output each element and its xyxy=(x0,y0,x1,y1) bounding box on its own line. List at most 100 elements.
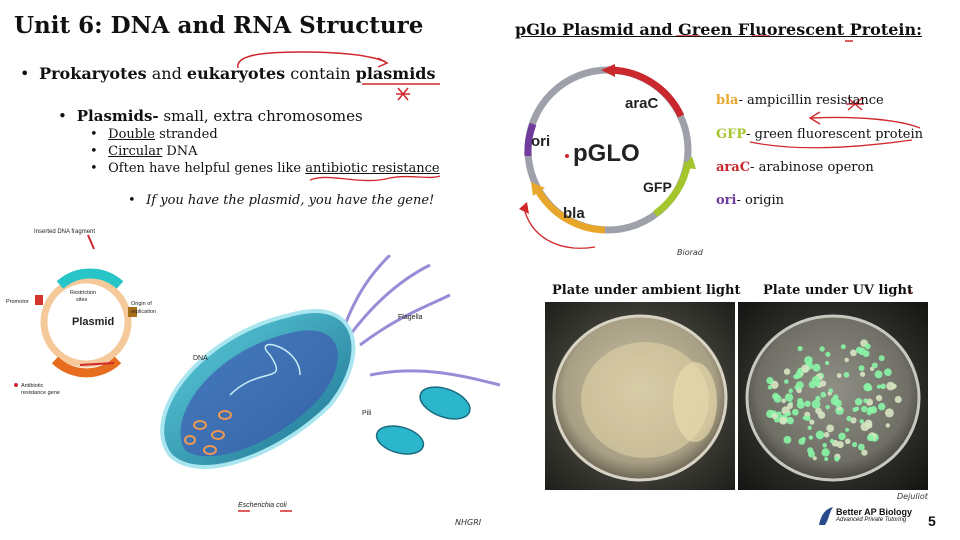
pili-label: Pili xyxy=(362,410,372,417)
uv-colony xyxy=(826,424,835,433)
plate-ambient-heading: Plate under ambient light xyxy=(552,283,741,298)
brand-block: Better AP Biology Advanced Private Tutor… xyxy=(836,507,912,523)
antibiotic-dot xyxy=(14,383,18,387)
ink-arrowhead-bla xyxy=(519,202,529,214)
promotor-mark xyxy=(35,295,43,305)
uv-colony xyxy=(812,363,821,372)
bullet-dot: • xyxy=(90,127,98,142)
bla-arrowhead xyxy=(531,182,545,196)
bullet-dot: • xyxy=(58,107,67,125)
ink-arrow-insert xyxy=(87,234,95,250)
uv-colony xyxy=(832,394,839,400)
uv-colony xyxy=(876,384,881,389)
page-number: 5 xyxy=(928,513,936,529)
flagella-label: Flagella xyxy=(398,314,423,321)
page-title: Unit 6: DNA and RNA Structure xyxy=(14,12,424,39)
genes-pre: Often have helpful genes like xyxy=(108,161,306,176)
uv-colony xyxy=(844,357,849,363)
ink-arrowhead xyxy=(377,57,389,68)
uv-colony xyxy=(797,345,803,352)
eukaryotes-term: eukaryotes xyxy=(186,64,286,83)
uv-colony xyxy=(819,346,825,352)
uv-colony xyxy=(877,402,886,411)
uv-colony xyxy=(811,375,821,385)
pglo-title: pGlo Plasmid and Green Fluorescent Prote… xyxy=(515,20,923,39)
ink-title-marks xyxy=(676,35,853,42)
legend-bla: bla- ampicillin resistance xyxy=(716,93,884,108)
uv-colony xyxy=(788,388,794,394)
ink-squiggle xyxy=(309,175,441,182)
uv-colony xyxy=(811,399,821,409)
uv-colony xyxy=(861,449,868,456)
arac-arrowhead xyxy=(601,64,615,77)
antibiotic-resistance-term: antibiotic resistance xyxy=(305,161,440,176)
uv-colony xyxy=(850,349,857,357)
uv-colony xyxy=(783,368,791,375)
uv-colony xyxy=(795,381,804,390)
uv-colony xyxy=(863,398,868,403)
origin-label-2: replication xyxy=(131,309,156,315)
plate-photos xyxy=(545,302,928,490)
ori-arc xyxy=(524,122,537,157)
uv-colony xyxy=(850,417,857,424)
bullet-1-contain: contain xyxy=(285,64,356,83)
bullet-dot: • xyxy=(90,161,98,176)
bullet-3-circular: • Circular DNA xyxy=(90,144,198,159)
uv-colony xyxy=(798,438,806,445)
uv-colony xyxy=(834,399,842,408)
uv-colony xyxy=(805,415,811,422)
antibiotic-label: Antibiotic xyxy=(21,383,44,389)
bla-arc xyxy=(536,190,606,234)
plate-uv-heading: Plate under UV light xyxy=(763,283,913,298)
legend-desc: - green fluorescent protein xyxy=(746,127,924,142)
uv-colony xyxy=(823,431,830,438)
uv-colony xyxy=(894,395,902,404)
nhgri-credit: NHGRI xyxy=(455,518,482,527)
bullet-3-double: • Double stranded xyxy=(90,127,218,142)
plasmid-label: Plasmid xyxy=(72,316,114,328)
bullet-dot: • xyxy=(20,64,30,83)
uv-colony xyxy=(863,382,872,392)
origin-mark xyxy=(128,307,137,317)
ambient-colonies xyxy=(581,342,709,458)
uv-colony xyxy=(838,432,846,441)
plasmids-definition: small, extra chromosomes xyxy=(158,107,363,125)
ecoli-small-1 xyxy=(419,386,471,420)
legend-gfp: GFP- green fluorescent protein xyxy=(716,127,923,142)
promotor-label: Promotor xyxy=(6,299,29,305)
pglo-plasmid-map: araC ori pGLO GFP bla xyxy=(519,64,696,249)
inserted-fragment-arc xyxy=(56,268,124,289)
uv-colony xyxy=(781,398,786,404)
uv-colony xyxy=(812,456,817,461)
biorad-credit: Biorad xyxy=(677,248,703,257)
antibiotic-label-2: resistance gene xyxy=(21,390,60,396)
uv-colony xyxy=(880,383,886,390)
uv-colony xyxy=(767,385,773,390)
plasmid-gene-note: If you have the plasmid, you have the ge… xyxy=(146,193,435,208)
dna-label: DNA xyxy=(193,355,208,362)
uv-colony xyxy=(864,419,873,428)
bullet-dot: • xyxy=(90,144,98,159)
uv-colony xyxy=(771,412,778,420)
prokaryotes-term: Prokaryotes xyxy=(39,64,147,83)
uv-colony xyxy=(766,376,774,385)
antibiotic-gene-arc xyxy=(51,356,122,378)
legend-ori: ori- origin xyxy=(716,193,784,208)
gfp-label: GFP xyxy=(643,179,672,195)
uv-colony xyxy=(854,397,863,406)
uv-colony xyxy=(884,408,894,418)
circular-rest: DNA xyxy=(162,144,198,159)
legend-key: bla xyxy=(716,93,739,108)
ori-label: ori xyxy=(531,133,550,150)
plasmids-label: Plasmids- xyxy=(76,107,159,125)
ink-dot-center xyxy=(565,154,569,158)
uv-colony xyxy=(817,411,826,419)
uv-colony xyxy=(807,425,812,430)
uv-colony xyxy=(837,406,842,411)
uv-colony xyxy=(785,412,790,417)
uv-colony xyxy=(783,435,792,444)
uv-colony xyxy=(878,355,885,362)
ecoli-illustration: DNA Flagella Pili Escherichia coli xyxy=(160,255,501,512)
legend-desc: - origin xyxy=(736,193,785,208)
legend-key: ori xyxy=(716,193,737,208)
